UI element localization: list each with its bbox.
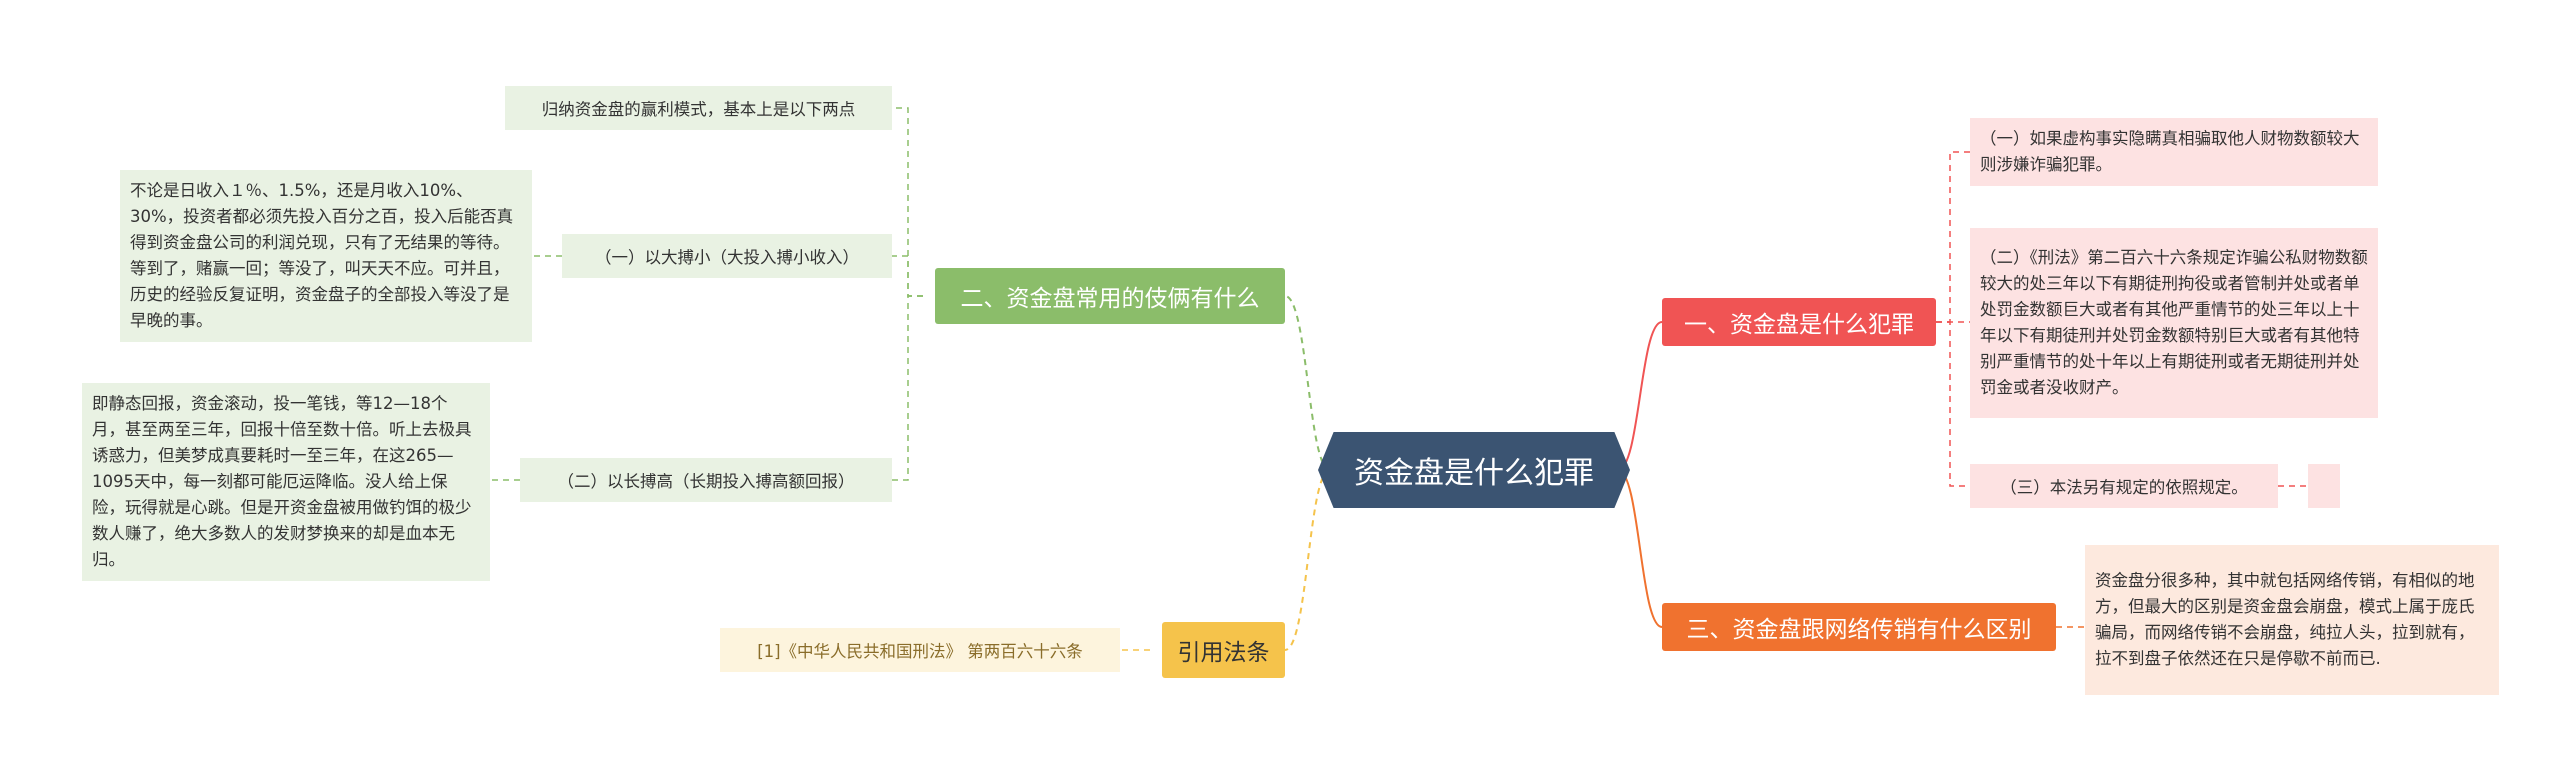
leaf-crime-2[interactable]: （二）《刑法》第二百六十六条规定诈骗公私财物数额较大的处三年以下有期徒刑拘役或者… xyxy=(1970,228,2378,418)
leaf-tricks-2[interactable]: （二）以长搏高（长期投入搏高额回报） xyxy=(520,458,892,502)
branch-diff[interactable]: 三、资金盘跟网络传销有什么区别 xyxy=(1662,603,2056,651)
branch-crime[interactable]: 一、资金盘是什么犯罪 xyxy=(1662,298,1936,346)
leaf-tricks-1[interactable]: （一）以大搏小（大投入搏小收入） xyxy=(562,234,892,278)
link-root-diff xyxy=(1617,469,1663,628)
link-tricks-2 xyxy=(892,295,923,481)
leaf-crime-3-tail[interactable] xyxy=(2308,464,2340,508)
link-tricks-1 xyxy=(892,255,923,297)
leaf-crime-3[interactable]: （三）本法另有规定的依照规定。 xyxy=(1970,464,2278,508)
link-root-law xyxy=(1284,469,1331,651)
link-root-tricks xyxy=(1284,295,1331,471)
leaf-tricks-2-detail[interactable]: 即静态回报，资金滚动，投一笔钱，等12—18个月，甚至两至三年，回报十倍至数十倍… xyxy=(82,383,490,581)
leaf-tricks-intro[interactable]: 归纳资金盘的赢利模式，基本上是以下两点 xyxy=(505,86,892,130)
leaf-diff-1[interactable]: 资金盘分很多种，其中就包括网络传销，有相似的地方，但最大的区别是资金盘会崩盘，模… xyxy=(2085,545,2499,695)
leaf-crime-1[interactable]: （一）如果虚构事实隐瞒真相骗取他人财物数额较大则涉嫌诈骗犯罪。 xyxy=(1970,118,2378,186)
leaf-tricks-1-detail[interactable]: 不论是日收入１％、1.5%，还是月收入10%、30%，投资者都必须先投入百分之百… xyxy=(120,170,532,342)
link-root-crime xyxy=(1617,321,1663,471)
link-crime-1 xyxy=(1936,151,1970,323)
link-crime-3 xyxy=(1936,321,1970,487)
branch-law[interactable]: 引用法条 xyxy=(1162,622,1285,678)
branch-tricks[interactable]: 二、资金盘常用的伎俩有什么 xyxy=(935,268,1285,324)
root-node[interactable]: 资金盘是什么犯罪 xyxy=(1318,432,1630,508)
link-tricks-intro xyxy=(892,107,923,297)
leaf-law-1[interactable]: [1]《中华人民共和国刑法》 第两百六十六条 xyxy=(720,628,1120,672)
